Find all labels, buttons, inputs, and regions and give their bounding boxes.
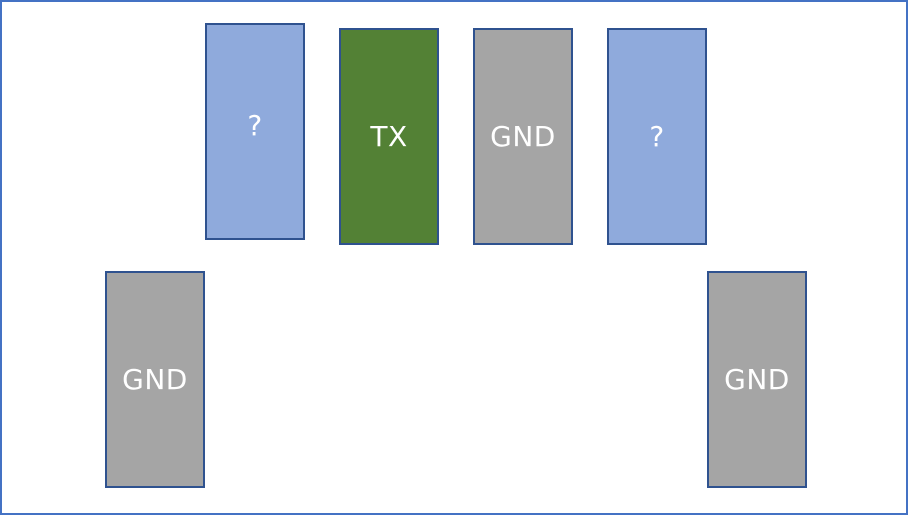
pad-unknown-2: ? (607, 28, 707, 245)
pad-tx: TX (339, 28, 439, 245)
pad-label: GND (724, 362, 790, 396)
pad-label: TX (370, 119, 408, 153)
pad-gnd-left: GND (105, 271, 205, 488)
pad-label: ? (649, 119, 665, 153)
pad-label: ? (247, 108, 263, 142)
pad-gnd-right: GND (707, 271, 807, 488)
pad-unknown-1: ? (205, 23, 305, 240)
pad-label: GND (122, 362, 188, 396)
pad-label: GND (490, 119, 556, 153)
pad-gnd-top: GND (473, 28, 573, 245)
